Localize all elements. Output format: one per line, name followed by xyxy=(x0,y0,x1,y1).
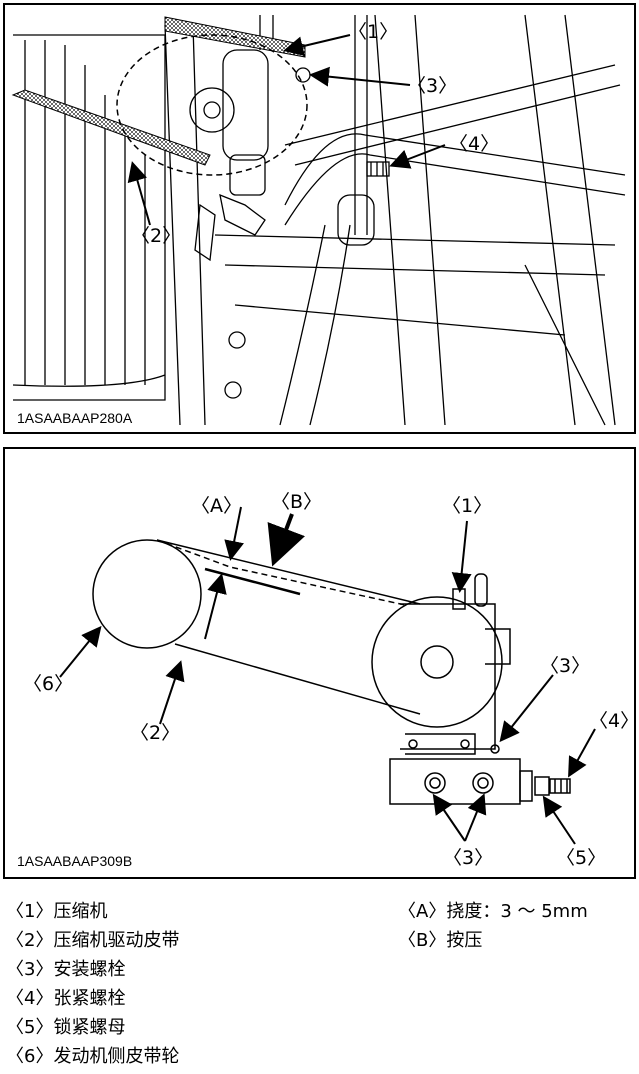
callout-B: 〈B〉 xyxy=(271,491,323,513)
callout-4: 〈4〉 xyxy=(449,133,500,155)
legend-item-deflection: 〈A〉挠度：3 ～ 5mm xyxy=(398,901,588,922)
callout-3-upper: 〈3〉 xyxy=(540,655,591,677)
legend-item-drive-belt: 〈2〉压缩机驱动皮带 xyxy=(6,930,180,951)
engine-pulley xyxy=(92,539,202,649)
compressor-pulley xyxy=(371,596,503,728)
belt-lower xyxy=(174,643,421,715)
callout-2: 〈2〉 xyxy=(131,225,182,247)
legend-item-compressor: 〈1〉压缩机 xyxy=(6,901,108,922)
belt-tension-drawing xyxy=(59,506,596,845)
detail-circle xyxy=(116,34,308,176)
legend-item-lock-nut: 〈5〉锁紧螺母 xyxy=(6,1017,126,1038)
mounting-bracket xyxy=(389,758,521,805)
legend-notes: 〈A〉挠度：3 ～ 5mm 〈B〉按压 xyxy=(398,897,588,955)
mounting-bolt xyxy=(295,67,311,83)
engine-compartment-drawing xyxy=(11,14,626,426)
lock-nut xyxy=(534,776,550,796)
callout-A: 〈A〉 xyxy=(191,495,242,517)
belt-upper xyxy=(156,539,421,605)
compressor-body xyxy=(222,49,269,161)
figure-code-top: 1ASAABAAP280A xyxy=(17,410,133,426)
legend-parts: 〈1〉压缩机 〈2〉压缩机驱动皮带 〈3〉安装螺栓 〈4〉张紧螺栓 〈5〉锁紧螺… xyxy=(6,897,179,1071)
compressor-housing xyxy=(400,603,496,750)
drive-belt xyxy=(11,89,211,166)
legend-item-engine-pulley: 〈6〉发动机侧皮带轮 xyxy=(6,1046,180,1067)
legend-item-tension-bolt: 〈4〉张紧螺栓 xyxy=(6,988,126,1009)
top-figure-panel: 〈1〉 〈3〉 〈4〉 〈2〉 1ASAABAAP280A xyxy=(3,3,636,434)
tension-bolt xyxy=(549,778,571,794)
radiator-frame xyxy=(13,34,166,401)
legend-item-press: 〈B〉按压 xyxy=(398,930,483,951)
tension-bolt xyxy=(366,161,390,177)
callout-1: 〈1〉 xyxy=(442,495,493,517)
callout-5: 〈5〉 xyxy=(556,847,607,869)
figure-code-bottom: 1ASAABAAP309B xyxy=(17,853,133,869)
callout-2: 〈2〉 xyxy=(130,722,181,744)
callout-3-lower: 〈3〉 xyxy=(443,847,494,869)
callout-3: 〈3〉 xyxy=(407,75,458,97)
compressor-pulley xyxy=(189,87,235,133)
callout-6: 〈6〉 xyxy=(23,673,74,695)
callout-4: 〈4〉 xyxy=(589,710,639,732)
bottom-figure-panel: 〈A〉 〈B〉 〈1〉 〈3〉 〈4〉 〈3〉 〈5〉 〈6〉 〈2〉 1ASA… xyxy=(3,447,639,879)
callout-1: 〈1〉 xyxy=(348,21,399,43)
legend-item-mounting-bolt: 〈3〉安装螺栓 xyxy=(6,959,126,980)
